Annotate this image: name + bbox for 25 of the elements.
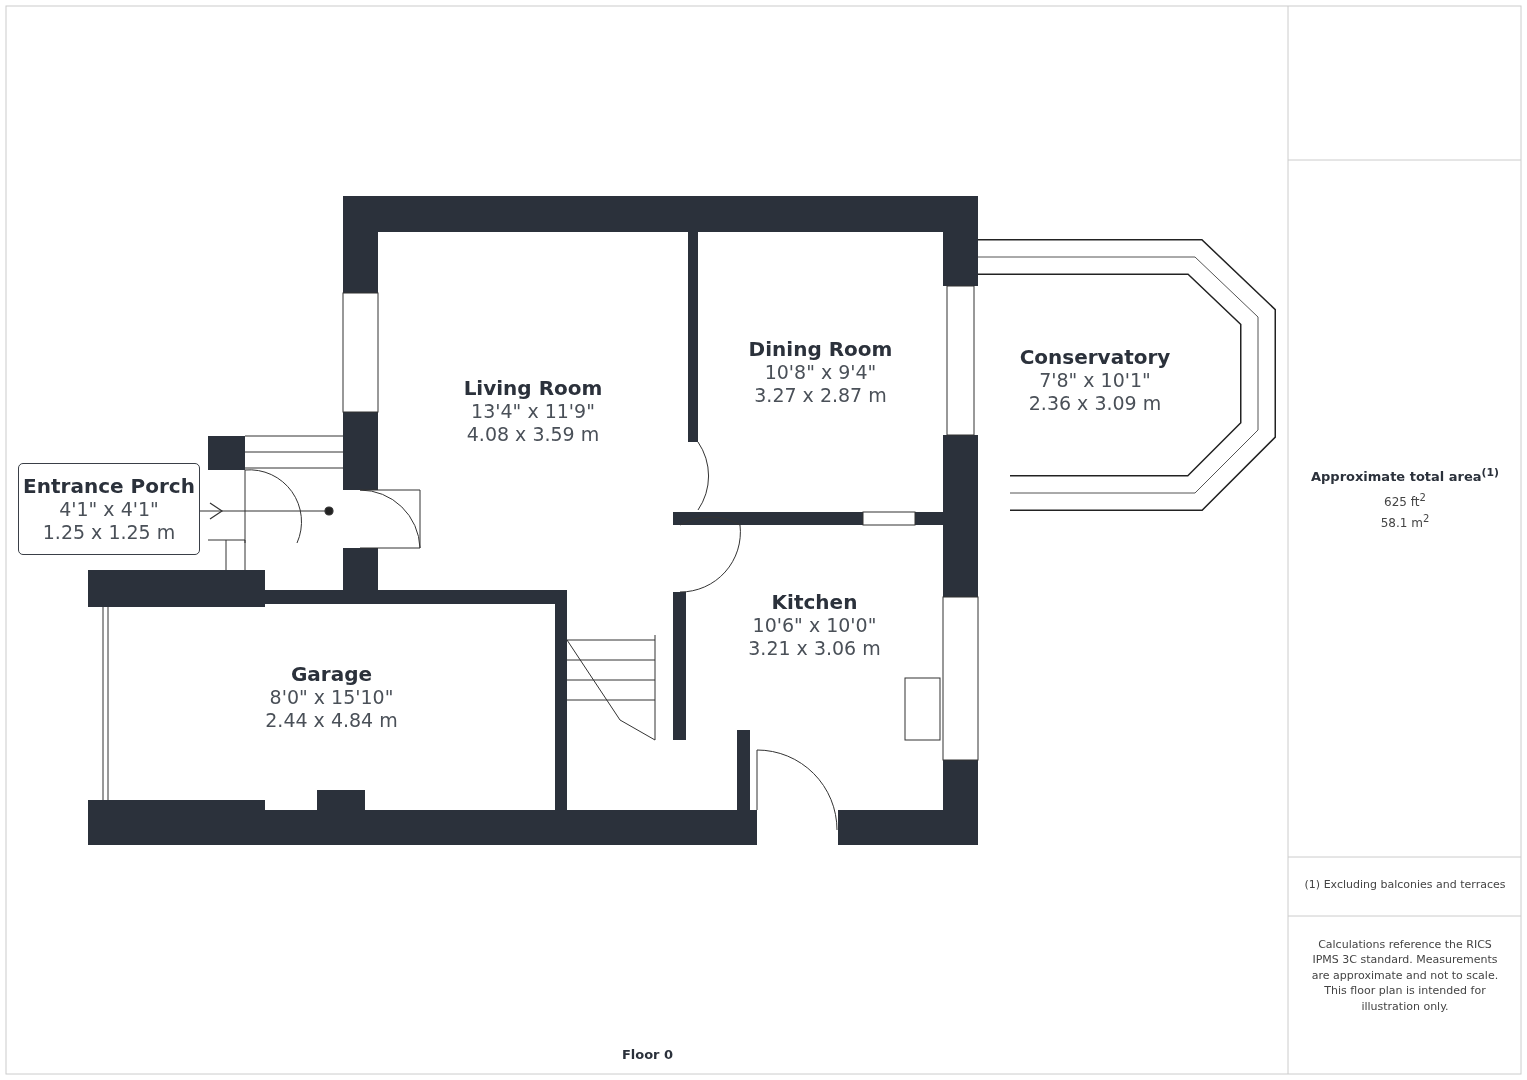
room-dimensions: 3.21 x 3.06 m [748, 637, 881, 660]
room-dimensions: 2.44 x 4.84 m [265, 709, 398, 732]
room-name: Garage [290, 662, 373, 687]
room-label-box [18, 463, 200, 555]
room-dimensions: 1.25 x 1.25 m [42, 521, 176, 544]
room-name: Kitchen [771, 590, 858, 615]
room-dimensions: 8'0" x 15'10" [269, 686, 394, 709]
floor-title: Floor 0 [620, 1046, 675, 1064]
room-name: Dining Room [748, 337, 893, 362]
room-dimensions: 10'6" x 10'0" [752, 614, 877, 637]
footnote: (1) Excluding balconies and terraces [1303, 877, 1507, 893]
room-dimensions: 3.27 x 2.87 m [754, 384, 887, 407]
room-dimensions: 2.36 x 3.09 m [1028, 392, 1162, 415]
room-name: Entrance Porch [23, 474, 195, 499]
room-name: Living Room [463, 376, 603, 401]
room-dimensions: 10'8" x 9'4" [764, 361, 877, 384]
area-value: 625 ft$^{2}$ [1383, 491, 1427, 511]
room-dimensions: 4.08 x 3.59 m [466, 423, 600, 446]
room-dimensions: 7'8" x 10'1" [1039, 369, 1151, 392]
room-dimensions: 13'4" x 11'9" [471, 400, 595, 423]
area-value: 58.1 m$^{2}$ [1379, 512, 1431, 532]
disclaimer-note: Calculations reference the RICS IPMS 3C standard. Measurements are approximate and not to scale. This floor plan is intended for illustration only. [1310, 937, 1500, 1014]
total-area-heading: Approximate total area$^{(1)}$ [1309, 465, 1501, 487]
room-dimensions: 4'1" x 4'1" [59, 498, 159, 521]
room-name: Conservatory [1019, 345, 1171, 370]
